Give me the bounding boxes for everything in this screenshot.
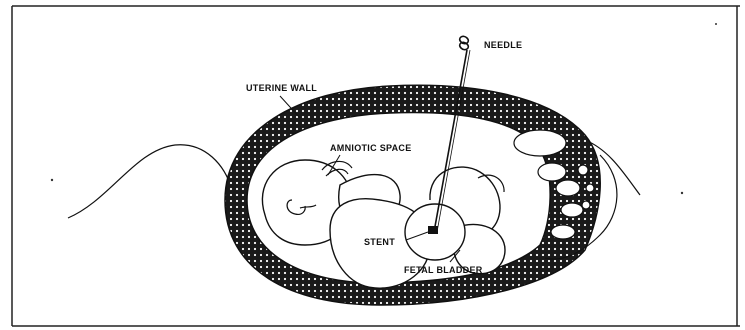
label-stent: STENT	[364, 237, 395, 247]
label-fetal-bladder: FETAL BLADDER	[404, 265, 483, 275]
needle-hub-icon	[460, 36, 469, 49]
label-uterine-wall: UTERINE WALL	[246, 83, 317, 93]
label-needle: NEEDLE	[484, 40, 522, 50]
label-amniotic-space: AMNIOTIC SPACE	[330, 143, 412, 153]
stent	[428, 226, 438, 234]
maternal-back-outline	[68, 145, 232, 218]
